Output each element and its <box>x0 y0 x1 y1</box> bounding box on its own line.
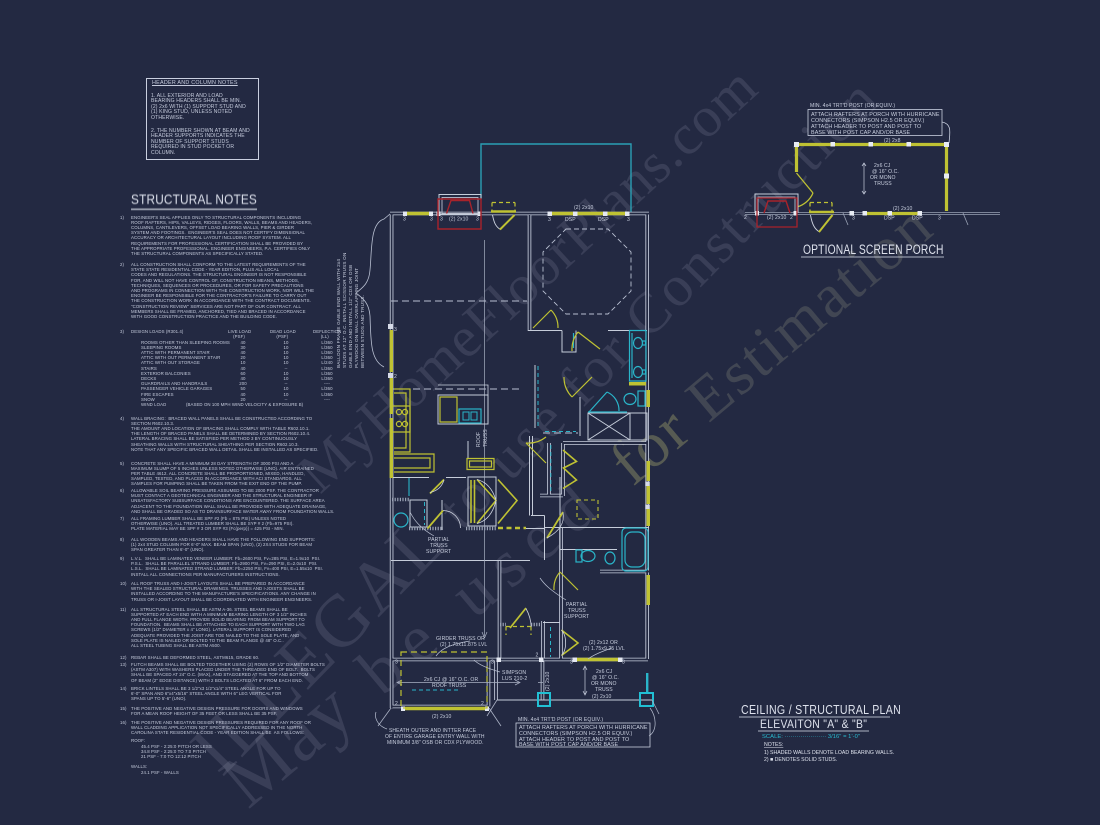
svg-text:(2) 2x10: (2) 2x10 <box>432 714 452 720</box>
svg-text:TRUSS: TRUSS <box>483 429 489 447</box>
svg-text:OR MONO: OR MONO <box>870 175 896 181</box>
svg-text:1) SHADED WALLS DENOTE LOAD BE: 1) SHADED WALLS DENOTE LOAD BEARING WALL… <box>764 750 894 756</box>
svg-text:@ 16" O.C.: @ 16" O.C. <box>872 169 899 175</box>
svg-text:ELEVAITON "A" & "B": ELEVAITON "A" & "B" <box>760 718 867 731</box>
svg-text:DSP: DSP <box>565 217 576 223</box>
svg-text:LUS 210-2: LUS 210-2 <box>502 676 527 682</box>
svg-text:ROOF: ROOF <box>476 432 482 447</box>
svg-text:(2) 2x10: (2) 2x10 <box>592 694 612 700</box>
svg-text:2x6 CJ: 2x6 CJ <box>596 669 613 675</box>
svg-text:MIN. 4x4 TRT'D POST (OR EQUIV.: MIN. 4x4 TRT'D POST (OR EQUIV.) <box>810 103 895 109</box>
svg-text:2: 2 <box>481 701 484 707</box>
svg-text:2: 2 <box>536 653 539 659</box>
svg-text:OR MONO: OR MONO <box>591 681 617 687</box>
svg-text:3: 3 <box>430 217 433 223</box>
svg-text:3: 3 <box>440 217 443 223</box>
svg-text:STUDS AT 12" O.C. INSTALL SCIS: STUDS AT 12" O.C. INSTALL SCISSOR TRUSS … <box>342 253 347 368</box>
svg-text:BASE WITH POST CAP AND/OR BASE: BASE WITH POST CAP AND/OR BASE <box>811 130 911 136</box>
svg-text:(2) 1.75x11.875 LVL: (2) 1.75x11.875 LVL <box>440 642 487 648</box>
svg-text:OF ENTIRE GARAGE ENTRY WALL WI: OF ENTIRE GARAGE ENTRY WALL WITH <box>385 734 485 740</box>
svg-text:BASE WITH POST CAP AND/OR BASE: BASE WITH POST CAP AND/OR BASE <box>519 742 619 748</box>
svg-text:3: 3 <box>403 217 406 223</box>
svg-text:2: 2 <box>790 215 793 221</box>
svg-text:@ 16" O.C.: @ 16" O.C. <box>592 675 619 681</box>
svg-text:NOTES:: NOTES: <box>764 742 783 748</box>
svg-text:BALLOON FRAME GABLE END WALL W: BALLOON FRAME GABLE END WALL WITH 2x4 <box>336 259 341 368</box>
svg-text:SCALE: ·····················: SCALE: ····················· 3/16" = 1'-… <box>762 734 860 740</box>
svg-text:DSP: DSP <box>598 217 609 223</box>
svg-text:SUPPORT: SUPPORT <box>426 549 451 555</box>
svg-text:PARTIAL: PARTIAL <box>566 602 588 608</box>
svg-text:SIMPSON: SIMPSON <box>502 670 526 676</box>
svg-text:3: 3 <box>491 660 494 666</box>
svg-text:3: 3 <box>852 216 855 222</box>
svg-text:3: 3 <box>627 217 630 223</box>
svg-text:DSP: DSP <box>912 216 923 222</box>
svg-text:GABLE END AND INSTALL 1/2" CDX: GABLE END AND INSTALL 1/2" CDX OR OSB <box>348 265 353 368</box>
svg-text:DSP: DSP <box>884 216 895 222</box>
svg-text:3: 3 <box>394 327 397 333</box>
svg-text:ATTACH HEADER TO POST AND POST: ATTACH HEADER TO POST AND POST TO <box>811 124 921 130</box>
svg-text:CONNECTORS (SIMPSON H2.5 OR EQ: CONNECTORS (SIMPSON H2.5 OR EQUIV.) <box>811 118 925 124</box>
svg-text:(2) 2x10: (2) 2x10 <box>893 206 913 212</box>
svg-text:2x6 CJ: 2x6 CJ <box>874 163 891 169</box>
svg-text:(2) 2x10: (2) 2x10 <box>574 205 594 211</box>
svg-text:3: 3 <box>548 217 551 223</box>
svg-text:2: 2 <box>395 701 398 707</box>
svg-text:MINIMUM 3/8" OSB OR CDX PLYWOO: MINIMUM 3/8" OSB OR CDX PLYWOOD. <box>387 740 484 746</box>
svg-text:3: 3 <box>570 660 573 666</box>
svg-text:(2) 1.75x9.25 LVL: (2) 1.75x9.25 LVL <box>583 646 625 652</box>
svg-text:CEILING / STRUCTURAL PLAN: CEILING / STRUCTURAL PLAN <box>741 704 901 717</box>
svg-text:TRUSS: TRUSS <box>430 543 448 549</box>
svg-text:3: 3 <box>395 660 398 666</box>
svg-text:SHEATH OUTER AND INTTER FACE: SHEATH OUTER AND INTTER FACE <box>389 728 477 734</box>
svg-text:3: 3 <box>622 660 625 666</box>
svg-text:ATTACH RAFTERS AT PORCH WITH H: ATTACH RAFTERS AT PORCH WITH HURRICANE <box>811 112 940 118</box>
svg-text:TRUSS: TRUSS <box>595 687 613 693</box>
svg-text:PARTIAL: PARTIAL <box>428 537 450 543</box>
svg-text:MIN. 4x4 TRT'D POST (OR EQUIV.: MIN. 4x4 TRT'D POST (OR EQUIV.) <box>518 717 603 723</box>
svg-text:BETWEEN STUDS AND TRUSS.: BETWEEN STUDS AND TRUSS. <box>360 295 365 368</box>
svg-text:ATTACH RAFTERS AT PORCH WITH H: ATTACH RAFTERS AT PORCH WITH HURRICANE <box>519 725 648 731</box>
svg-text:2x6 CJ @ 16" O.C. OR: 2x6 CJ @ 16" O.C. OR <box>424 677 478 683</box>
svg-text:GIRDER TRUSS OR: GIRDER TRUSS OR <box>436 636 485 642</box>
svg-text:(2) 2x12 OR: (2) 2x12 OR <box>589 640 618 646</box>
svg-text:(2) 2x10: (2) 2x10 <box>449 217 469 223</box>
svg-text:(2) 2x10: (2) 2x10 <box>767 215 787 221</box>
svg-text:(2) 2x10: (2) 2x10 <box>545 671 551 691</box>
svg-text:3: 3 <box>476 217 479 223</box>
svg-text:SUPPORT: SUPPORT <box>564 614 589 620</box>
svg-text:CONNECTORS (SIMPSON H2.5 OR EQ: CONNECTORS (SIMPSON H2.5 OR EQUIV.) <box>519 731 633 737</box>
svg-text:OPTIONAL SCREEN PORCH: OPTIONAL SCREEN PORCH <box>803 242 944 258</box>
svg-text:(2) 2x8: (2) 2x8 <box>884 138 901 144</box>
svg-text:2: 2 <box>394 374 397 380</box>
svg-text:TRUSS: TRUSS <box>568 608 586 614</box>
svg-text:PLYWOOD ON WALL OVERLAPPING JO: PLYWOOD ON WALL OVERLAPPING JOINT <box>354 268 359 368</box>
svg-text:ROOF TRUSS: ROOF TRUSS <box>432 683 467 689</box>
svg-text:3: 3 <box>938 216 941 222</box>
svg-text:2) ■ DENOTES SOLID STUDS.: 2) ■ DENOTES SOLID STUDS. <box>764 757 837 763</box>
svg-text:ATTACH HEADER TO POST AND POST: ATTACH HEADER TO POST AND POST TO <box>519 737 629 743</box>
svg-text:TRUSS: TRUSS <box>874 181 892 187</box>
svg-text:2: 2 <box>744 215 747 221</box>
